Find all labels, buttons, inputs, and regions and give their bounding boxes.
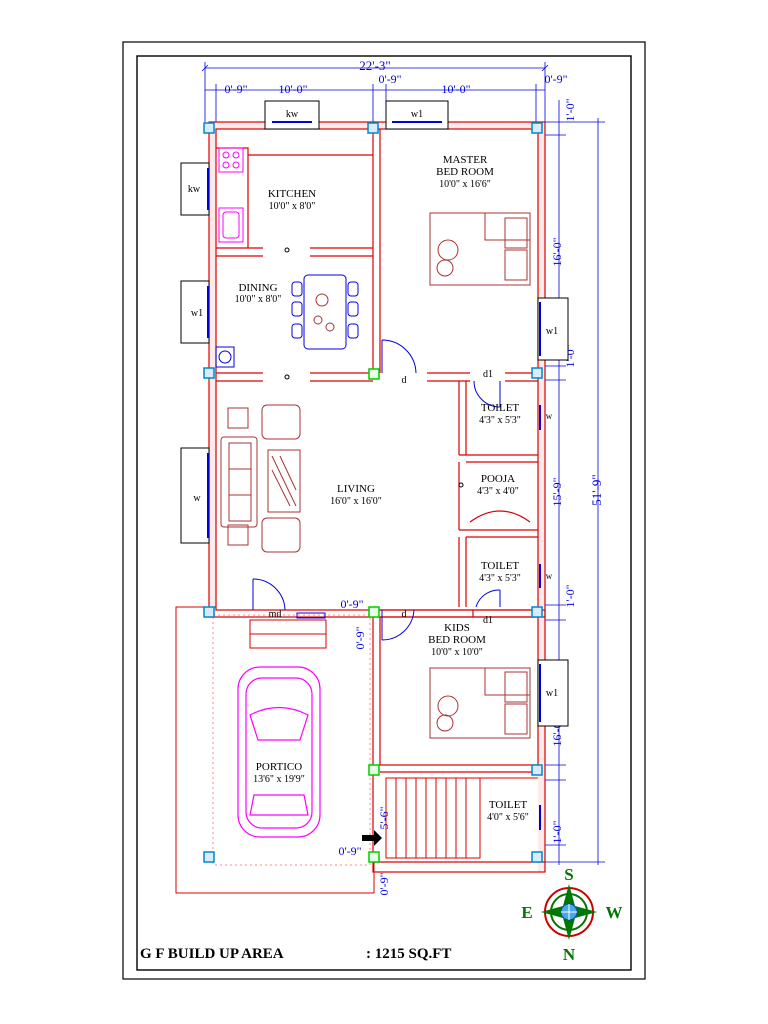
overall-width-label: 22'-3" (359, 58, 390, 73)
window-w1-right-kids-label: w1 (546, 688, 558, 699)
room-kids-size: 10'0" x 10'0" (431, 647, 483, 658)
column-mark (284, 374, 290, 380)
armchair-icon (261, 404, 301, 553)
door-d1-toilet2-label: d1 (483, 615, 493, 626)
window-w-right-toilet1-label: w (546, 411, 553, 421)
coffee-table-icon (267, 449, 301, 513)
compass-north-label: N (563, 945, 576, 964)
entry-arrow-icon (362, 830, 382, 846)
top-dim-1: 0'-9" (224, 82, 247, 96)
window-w1-right-kids (537, 659, 569, 727)
room-master-name1: MASTER (443, 154, 488, 166)
room-pooja-name: POOJA (481, 473, 515, 485)
sink-icon (218, 207, 244, 243)
compass-icon (541, 884, 597, 940)
door-d-master-label: d (402, 375, 407, 386)
sheet-border (122, 41, 646, 980)
kids-bed-icon (429, 667, 531, 739)
right-dim-4: 15'-9" (550, 477, 564, 506)
window-w1-top-label: w1 (411, 109, 423, 120)
side-table-icon (227, 407, 249, 429)
misc-dim-1: 0'-9" (340, 597, 363, 611)
room-toilet2-size: 4'3" x 5'3" (479, 573, 521, 584)
right-dim-2: 16'-0" (550, 237, 564, 266)
wash-basin-icon (215, 346, 235, 368)
staircase (385, 777, 538, 859)
footer-area-value: : 1215 SQ.FT (366, 946, 451, 962)
sheet-inner-border (136, 55, 632, 971)
misc-dim-4: 0'-9" (377, 872, 391, 895)
plates-icon (313, 293, 335, 332)
room-kitchen-name: KITCHEN (268, 188, 316, 200)
column-mark (284, 247, 290, 253)
room-pooja-size: 4'3" x 4'0" (477, 486, 519, 497)
room-portico-name: PORTICO (256, 761, 302, 773)
room-master-size: 10'0" x 16'6" (439, 179, 491, 190)
dining-table-icon (291, 274, 359, 350)
footer-area-label: G F BUILD UP AREA (140, 946, 284, 962)
overall-length-label: 51'-9" (589, 474, 604, 505)
room-toilet1-size: 4'3" x 5'3" (479, 415, 521, 426)
window-w-right-toilet2-label: w (546, 571, 553, 581)
room-toilet3-name: TOILET (489, 799, 528, 811)
columns-green (368, 368, 380, 863)
room-dining-size: 10'0" x 8'0" (235, 294, 282, 305)
doors (252, 339, 501, 641)
compass-west-label: W (606, 903, 623, 922)
columns (203, 122, 543, 863)
window-w-left-label: w (193, 493, 201, 504)
top-dimension-lines (201, 62, 549, 122)
room-toilet1-name: TOILET (481, 402, 520, 414)
column-mark (458, 482, 464, 488)
door-md-label: md (269, 609, 282, 620)
stove-icon (218, 147, 244, 173)
top-dim-3: 0'-9" (378, 72, 401, 86)
door-d-kids-label: d (402, 609, 407, 620)
right-dim-5: 1'-0" (563, 584, 577, 607)
right-dim-8: 1'-0" (550, 820, 564, 843)
top-dim-5: 0'-9" (544, 72, 567, 86)
misc-dim-3: 0'-9" (338, 844, 361, 858)
room-dining-name: DINING (238, 282, 277, 294)
right-dimension-lines (545, 100, 605, 865)
sofa-icon (220, 436, 258, 528)
right-dim-1: 1'-0" (563, 98, 577, 121)
portico-outline (175, 606, 375, 894)
window-w1-top (385, 100, 449, 130)
window-kw-left-label: kw (188, 184, 201, 195)
room-toilet3-size: 4'0" x 5'6" (487, 812, 529, 823)
room-kids-name1: KIDS (444, 622, 470, 634)
window-w1-right-master (537, 297, 569, 361)
window-kw-top (264, 100, 320, 130)
door-d1-toilet1-label: d1 (483, 369, 493, 380)
car-icon (237, 666, 321, 838)
top-dim-2: 10'-0" (278, 82, 307, 96)
side-table-icon (227, 524, 249, 546)
room-kitchen-size: 10'0" x 8'0" (269, 201, 316, 212)
room-living-name: LIVING (337, 483, 375, 495)
master-bed-icon (429, 212, 531, 286)
room-portico-size: 13'6" x 19'9" (253, 774, 305, 785)
window-w1-left-label: w1 (191, 308, 203, 319)
compass-east-label: E (521, 903, 532, 922)
misc-dim-2: 0'-9" (353, 626, 367, 649)
room-master-name2: BED ROOM (436, 166, 494, 178)
window-w1-right-master-label: w1 (546, 326, 558, 337)
room-toilet2-name: TOILET (481, 560, 520, 572)
compass-south-label: S (564, 865, 573, 884)
top-dim-4: 10'-0" (441, 82, 470, 96)
window-kw-left (180, 162, 210, 216)
window-kw-top-label: kw (286, 109, 299, 120)
window-w-left (180, 447, 210, 544)
room-kids-name2: BED ROOM (428, 634, 486, 646)
right-dim-7: 5'-6" (377, 806, 391, 829)
room-living-size: 16'0" x 16'0" (330, 496, 382, 507)
